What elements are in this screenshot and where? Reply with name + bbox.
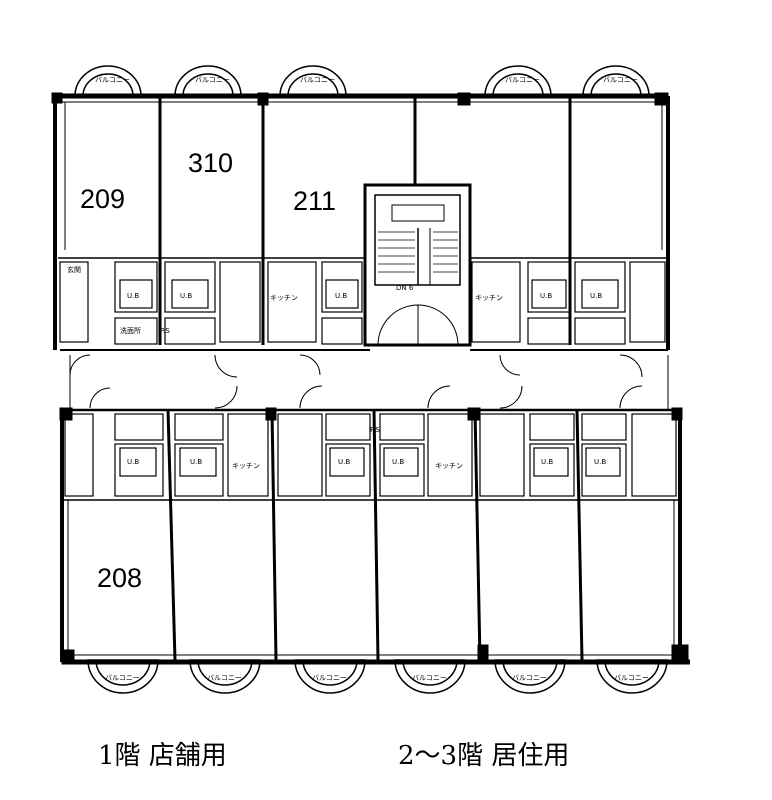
corridor [69, 354, 669, 410]
balcony-label: バルコニー [312, 674, 347, 682]
balcony-label: バルコニー [412, 674, 447, 682]
unit-bath-label: U.B [541, 458, 553, 466]
top-wet-areas [59, 261, 666, 345]
ps-label: P.S [160, 327, 170, 335]
balconies-top [74, 65, 650, 97]
bottom-wet-areas [64, 413, 677, 497]
balcony-label: バルコニー [603, 76, 638, 84]
room-number-211: 211 [293, 186, 336, 216]
unit-bath-label: U.B [392, 458, 404, 466]
stair-core [363, 183, 472, 347]
unit-bath-label: U.B [190, 458, 202, 466]
stair-label: DN 6 [396, 284, 414, 292]
unit-bath-label: U.B [127, 292, 139, 300]
washroom-label: 洗面所 [120, 326, 141, 335]
unit-bath-label: U.B [180, 292, 192, 300]
kitchen-label: キッチン [270, 294, 298, 302]
balcony-label: バルコニー [95, 76, 130, 84]
caption-floor23: 2～3階 居住用 [398, 741, 570, 771]
balcony-label: バルコニー [105, 674, 140, 682]
unit-bath-label: U.B [590, 292, 602, 300]
balcony-label: バルコニー [614, 674, 649, 682]
balcony-label: バルコニー [505, 76, 540, 84]
unit-bath-label: U.B [540, 292, 552, 300]
unit-bath-label: U.B [335, 292, 347, 300]
ps-label: P.S [370, 426, 380, 434]
unit-bath-label: U.B [594, 458, 606, 466]
top-block-walls [51, 92, 670, 351]
kitchen-label: キッチン [435, 462, 463, 470]
unit-bath-label: U.B [127, 458, 139, 466]
fixture-labels: 玄関 U.B U.B U.B U.B U.B 洗面所 P.S キッチン キッチン… [67, 76, 649, 682]
room-number-209: 209 [80, 184, 125, 214]
caption-floor1: 1階 店舗用 [98, 741, 227, 771]
bottom-block-walls [59, 407, 690, 665]
balcony-label: バルコニー [195, 76, 230, 84]
kitchen-label: キッチン [475, 294, 503, 302]
room-number-310: 310 [188, 148, 233, 178]
balcony-label: バルコニー [207, 674, 242, 682]
balcony-label: バルコニー [300, 76, 335, 84]
entrance-label: 玄関 [67, 265, 81, 274]
kitchen-label: キッチン [232, 462, 260, 470]
balconies-bottom [87, 659, 668, 694]
room-number-208: 208 [97, 563, 142, 593]
unit-bath-label: U.B [338, 458, 350, 466]
balcony-label: バルコニー [512, 674, 547, 682]
